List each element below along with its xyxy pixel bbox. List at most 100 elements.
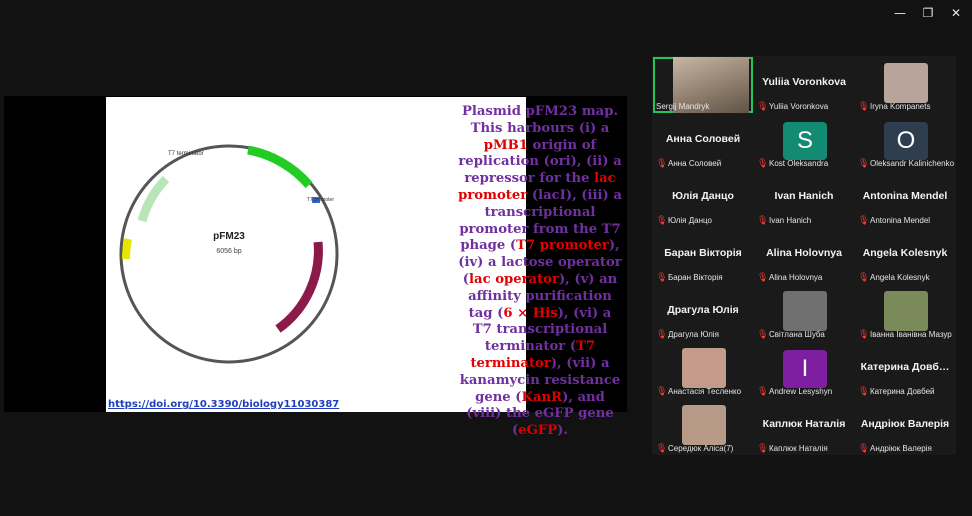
muted-mic-icon: 🎙 xyxy=(757,215,769,225)
muted-mic-icon: 🎙 xyxy=(656,329,668,339)
muted-mic-icon: 🎙 xyxy=(858,215,870,225)
participant-label: 🎙Середюк Аліса(7) xyxy=(656,443,733,453)
presentation-slide: T7 terminator T7 promoter pFM23 6056 bp … xyxy=(106,97,622,438)
participant-name: Sergij Mandryk xyxy=(656,102,710,111)
muted-mic-icon: 🎙 xyxy=(858,158,870,168)
his-tag-mark xyxy=(312,197,320,203)
participant-name: Antonina Mendel xyxy=(870,215,931,225)
participant-label: 🎙Kost Oleksandra xyxy=(757,158,828,168)
close-icon: ✕ xyxy=(950,6,962,20)
participant-name: Iryna Kompanets xyxy=(870,101,931,111)
muted-mic-icon: 🎙 xyxy=(858,329,870,339)
participant-tile[interactable]: Antonina Mendel🎙Antonina Mendel xyxy=(855,171,955,227)
highlight-term: lac promoter xyxy=(458,171,616,203)
restore-icon: ❐ xyxy=(922,6,934,20)
highlight-term: lac operator xyxy=(469,271,559,287)
slide-text-run: origin of replication (ori), (ii) a repr… xyxy=(458,137,622,187)
participant-name: Kost Oleksandra xyxy=(769,158,829,168)
muted-mic-icon: 🎙 xyxy=(656,272,668,282)
participant-tile[interactable]: Андріюк Валерія🎙Андріюк Валерія xyxy=(855,399,955,455)
participant-tile[interactable]: Yuliia Voronkova🎙Yuliia Voronkova xyxy=(754,57,854,113)
highlight-term: eGFP xyxy=(518,423,558,439)
participant-tile[interactable]: Ivan Hanich🎙Ivan Hanich xyxy=(754,171,854,227)
participant-tile[interactable]: 🎙Анастасія Тесленко xyxy=(653,342,753,398)
muted-mic-icon: 🎙 xyxy=(858,272,870,282)
plasmid-circle xyxy=(119,144,339,364)
participant-name: Світлана Шуба xyxy=(769,329,825,339)
participant-tile[interactable]: Alina Holovnya🎙Alina Holovnya xyxy=(754,228,854,284)
participant-tile[interactable]: 🎙Іванна Іванівна Мазур xyxy=(855,285,955,341)
plasmid-map: T7 terminator T7 promoter pFM23 6056 bp xyxy=(119,144,339,364)
participant-center-name: Angela Kolesnyk xyxy=(862,247,948,259)
muted-mic-icon: 🎙 xyxy=(757,443,769,453)
participant-name: Катерина Довбей xyxy=(870,386,935,396)
slide-text-run: ), (v) an affinity purification tag ( xyxy=(468,271,618,321)
participant-tile[interactable]: Каплюк Наталія🎙Каплюк Наталія xyxy=(754,399,854,455)
slide-text-run: ), and (viii) the eGFP gene ( xyxy=(466,389,614,439)
participant-tile[interactable]: Анна Соловей🎙Анна Соловей xyxy=(653,114,753,170)
doi-link[interactable]: https://doi.org/10.3390/biology11030387 xyxy=(108,399,340,410)
participant-tile[interactable]: I🎙Andrew Lesyshyn xyxy=(754,342,854,398)
participant-tile[interactable]: Angela Kolesnyk🎙Angela Kolesnyk xyxy=(855,228,955,284)
participant-label: 🎙Oleksandr Kalinichenko xyxy=(858,158,954,168)
laci-arrow xyxy=(137,175,170,223)
participant-tile[interactable]: 🎙Світлана Шуба xyxy=(754,285,854,341)
muted-mic-icon: 🎙 xyxy=(858,101,870,111)
muted-mic-icon: 🎙 xyxy=(858,443,870,453)
muted-mic-icon: 🎙 xyxy=(656,443,668,453)
participant-photo xyxy=(884,291,928,331)
participant-video xyxy=(673,57,749,113)
participant-tile[interactable]: S🎙Kost Oleksandra xyxy=(754,114,854,170)
participant-photo xyxy=(682,405,726,445)
participant-photo xyxy=(884,63,928,103)
muted-mic-icon: 🎙 xyxy=(858,386,870,396)
participant-tile[interactable]: Драгула Юлія🎙Драгула Юлія xyxy=(653,285,753,341)
muted-mic-icon: 🎙 xyxy=(757,329,769,339)
participant-label: 🎙Angela Kolesnyk xyxy=(858,272,930,282)
participant-name: Alina Holovnya xyxy=(769,272,823,282)
muted-mic-icon: 🎙 xyxy=(656,158,668,168)
slide-text-run: ), (iv) a lactose operator ( xyxy=(458,238,622,287)
close-button[interactable]: ✕ xyxy=(944,4,968,22)
participant-label: 🎙Анастасія Тесленко xyxy=(656,386,741,396)
muted-mic-icon: 🎙 xyxy=(656,386,668,396)
participant-tile[interactable]: 🎙Iryna Kompanets xyxy=(855,57,955,113)
participant-label: 🎙Каплюк Наталія xyxy=(757,443,828,453)
plasmid-size: 6056 bp xyxy=(216,248,241,255)
slide-text-run: ), (vi) a T7 transcriptional terminator … xyxy=(472,305,612,355)
participant-name: Юлія Данцо xyxy=(668,215,712,225)
participant-label: 🎙Анна Соловей xyxy=(656,158,721,168)
minimize-icon: — xyxy=(894,6,906,20)
participant-label: 🎙Іванна Іванівна Мазур xyxy=(858,329,952,339)
participant-label: 🎙Andrew Lesyshyn xyxy=(757,386,832,396)
muted-mic-icon: 🎙 xyxy=(757,272,769,282)
participant-tile[interactable]: Юлія Данцо🎙Юлія Данцо xyxy=(653,171,753,227)
participant-center-name: Баран Вікторія xyxy=(664,247,742,259)
participant-center-name: Antonina Mendel xyxy=(862,190,948,202)
slide-text-run: (lacI), (iii) a transcriptional promoter… xyxy=(459,187,622,254)
muted-mic-icon: 🎙 xyxy=(757,158,769,168)
highlight-term: 6 × His xyxy=(503,305,558,321)
participant-tile[interactable]: Баран Вікторія🎙Баран Вікторія xyxy=(653,228,753,284)
participant-tile[interactable]: Катерина Довб…🎙Катерина Довбей xyxy=(855,342,955,398)
participant-center-name: Ivan Hanich xyxy=(774,190,834,202)
participant-center-name: Юлія Данцо xyxy=(672,190,734,202)
slide-text-run: ), (vii) a kanamycin resistance gene ( xyxy=(459,355,621,405)
participant-label: 🎙Iryna Kompanets xyxy=(858,101,930,111)
restore-button[interactable]: ❐ xyxy=(916,4,940,22)
participant-tile[interactable]: Sergij Mandryk xyxy=(653,57,753,113)
participant-name: Andrew Lesyshyn xyxy=(769,386,833,396)
slide-text-run: Plasmid pFM23 map. This harbours (i) a xyxy=(461,104,619,136)
participant-center-name: Yuliia Voronkova xyxy=(762,76,846,88)
participant-label: 🎙Світлана Шуба xyxy=(757,329,825,339)
participant-name: Angela Kolesnyk xyxy=(870,272,930,282)
map-label-t7prom: T7 promoter xyxy=(307,197,335,203)
participant-name: Каплюк Наталія xyxy=(769,443,828,453)
participant-photo xyxy=(682,348,726,388)
participant-tile[interactable]: 🎙Середюк Аліса(7) xyxy=(653,399,753,455)
participant-tile[interactable]: O🎙Oleksandr Kalinichenko xyxy=(855,114,955,170)
participant-name: Андріюк Валерія xyxy=(870,443,932,453)
minimize-button[interactable]: — xyxy=(888,4,912,22)
participant-label: 🎙Андріюк Валерія xyxy=(858,443,932,453)
